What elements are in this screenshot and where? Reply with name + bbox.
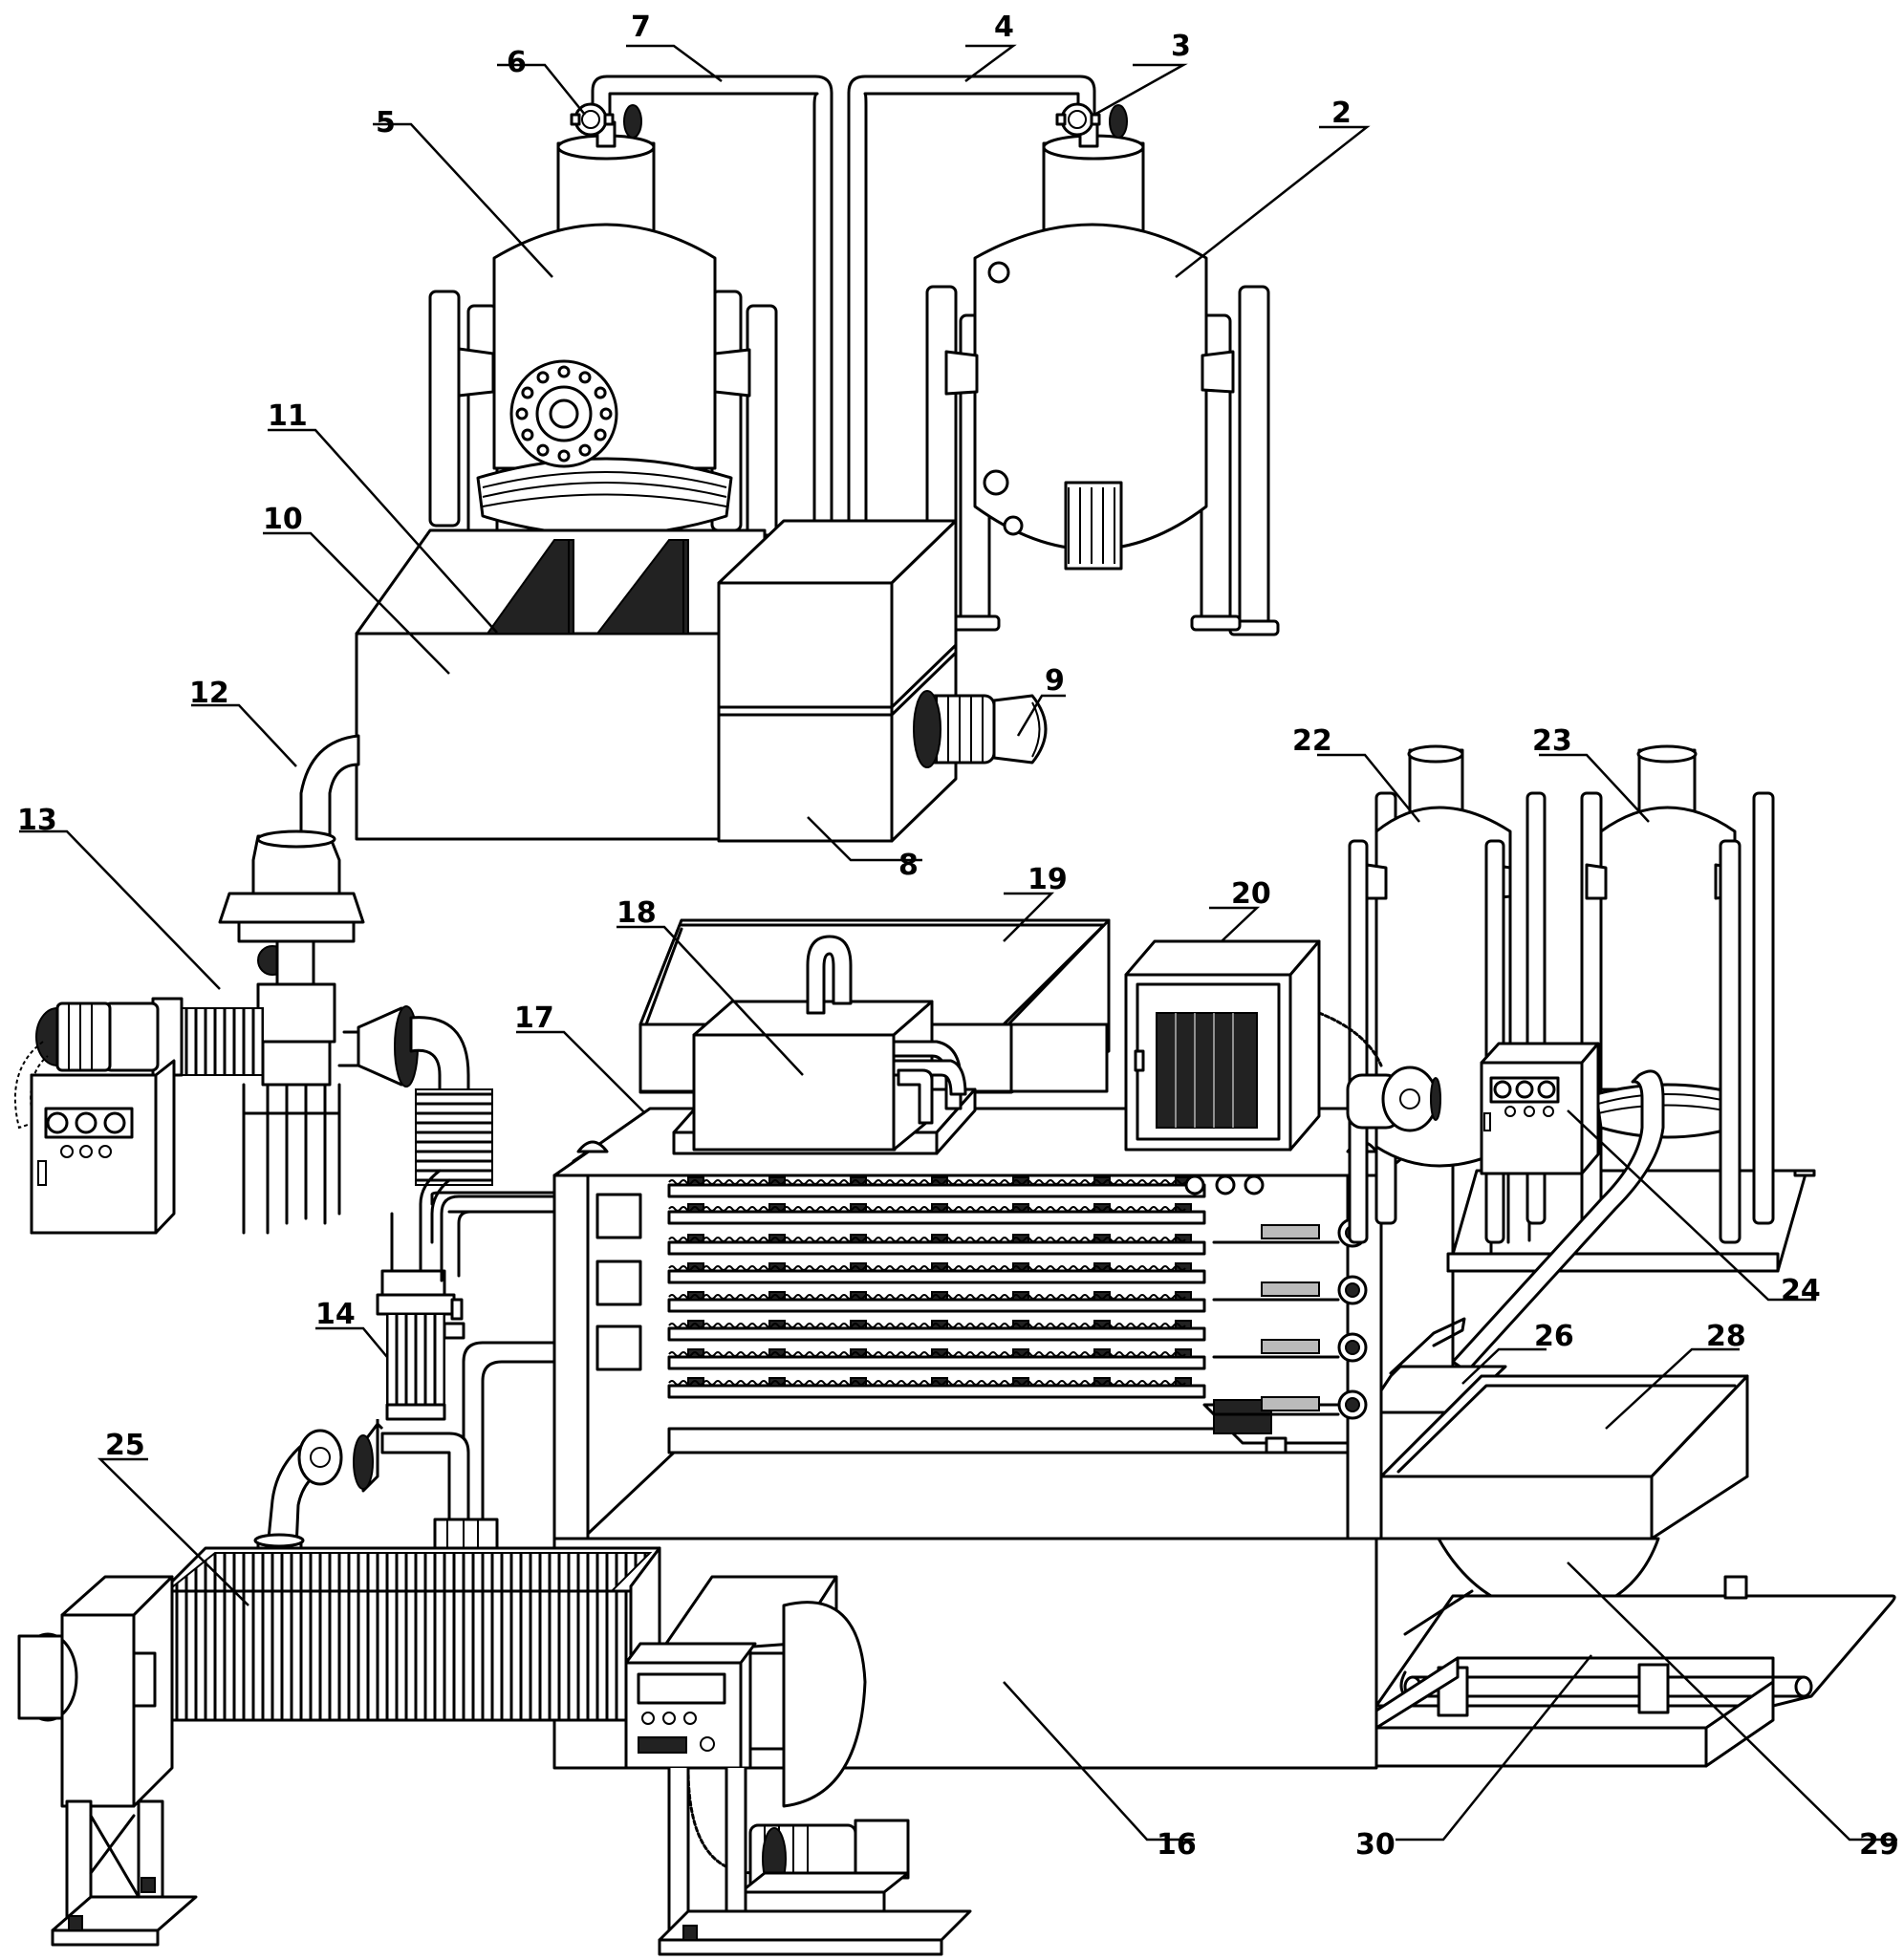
- control-box-24: [1480, 1042, 1600, 1175]
- conveyor-30: [1374, 1575, 1896, 1768]
- label-16: 16: [1157, 1828, 1197, 1862]
- leader-lines: [19, 44, 1897, 1842]
- pipe-12: [251, 734, 360, 915]
- label-30: 30: [1355, 1828, 1396, 1862]
- label-22: 22: [1292, 724, 1332, 758]
- filter-14: [376, 1169, 556, 1421]
- label-9: 9: [1045, 664, 1065, 698]
- settling-tank-10: [355, 528, 767, 841]
- label-10: 10: [263, 503, 303, 536]
- label-8: 8: [898, 849, 919, 882]
- label-20: 20: [1231, 877, 1271, 911]
- label-2: 2: [1331, 97, 1352, 130]
- rack-shelves: [595, 1174, 1368, 1420]
- label-24: 24: [1781, 1274, 1821, 1307]
- label-28: 28: [1706, 1320, 1746, 1353]
- label-17: 17: [514, 1002, 554, 1035]
- label-18: 18: [617, 896, 657, 930]
- tank-23: [1580, 744, 1816, 1244]
- label-6: 6: [507, 46, 527, 79]
- label-23: 23: [1532, 724, 1572, 758]
- label-7: 7: [631, 11, 651, 44]
- pump-station: [624, 1575, 972, 1956]
- gauge-6: [570, 102, 642, 139]
- label-5: 5: [376, 106, 396, 140]
- label-13: 13: [17, 804, 57, 837]
- label-19: 19: [1028, 863, 1068, 896]
- filter-press-25: [17, 1546, 661, 1947]
- box-8: [717, 519, 958, 843]
- label-11: 11: [268, 399, 308, 433]
- part-labels: 2 3 4 5 6 7 8 9 10 11 12 13 14 16 17 18 …: [17, 11, 1899, 1862]
- gauge-3: [1055, 102, 1128, 139]
- label-4: 4: [994, 11, 1014, 44]
- manhole-bolts: [515, 365, 613, 463]
- box-18: [672, 935, 977, 1155]
- fan-on-cabinet: [1317, 1011, 1441, 1132]
- label-26: 26: [1534, 1320, 1574, 1353]
- cabinet-20: [1124, 939, 1321, 1152]
- tank-5: [428, 134, 778, 537]
- label-12: 12: [189, 677, 229, 710]
- tank-28: [1379, 1374, 1749, 1540]
- label-29: 29: [1859, 1828, 1899, 1862]
- label-25: 25: [105, 1429, 145, 1462]
- pump-unit-13: [13, 892, 493, 1235]
- tank-2: [925, 134, 1280, 636]
- label-3: 3: [1171, 30, 1191, 63]
- motor-9: [913, 690, 1048, 768]
- label-14: 14: [315, 1298, 356, 1331]
